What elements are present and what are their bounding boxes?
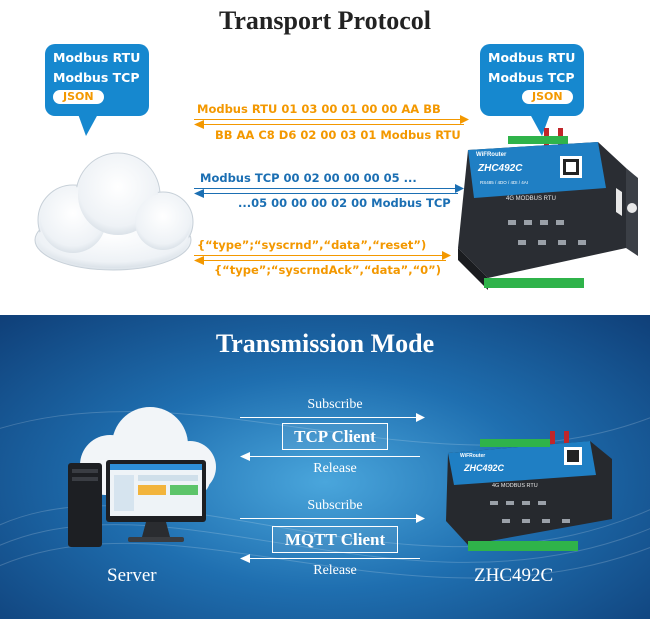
device-bottom-model: ZHC492C <box>464 463 505 473</box>
arrow-rtu-response <box>196 124 464 125</box>
left-bubble-tail <box>78 114 98 136</box>
arrow-subscribe-2 <box>240 518 418 519</box>
message-tcp-response: ...05 00 00 00 02 00 Modbus TCP <box>238 196 451 210</box>
subscribe-label-2: Subscribe <box>307 498 363 513</box>
arrow-release-2 <box>244 558 420 559</box>
server-computer-icon <box>68 460 206 547</box>
cloud-icon <box>34 152 194 271</box>
device-top-model: ZHC492C <box>478 163 523 174</box>
arrow-json-request <box>194 255 446 256</box>
device-top-ports: RS485 / 4DO / 4DI / 4AI <box>480 180 529 185</box>
device-bottom-label: 4G MODBUS RTU <box>492 483 538 489</box>
transport-protocol-title: Transport Protocol <box>218 6 432 35</box>
mqtt-client-box: MQTT Client <box>272 526 398 553</box>
device-top-label: 4G MODBUS RTU <box>506 196 556 202</box>
message-rtu-request: Modbus RTU 01 03 00 01 00 00 AA BB <box>197 102 441 116</box>
device-bottom-brand: WiFRouter <box>460 453 486 459</box>
device-top-brand: WiFRouter <box>476 152 507 158</box>
subscribe-label-1: Subscribe <box>307 397 363 412</box>
left-bubble-line1: Modbus RTU <box>53 50 141 65</box>
message-tcp-request: Modbus TCP 00 02 00 00 00 05 ... <box>200 171 417 185</box>
left-bubble-line2: Modbus TCP <box>53 70 140 85</box>
release-label-1: Release <box>313 461 357 476</box>
arrow-right-head-icon <box>460 115 469 124</box>
arrow-tcp-response <box>196 193 458 194</box>
arrow-right-head-icon <box>416 413 425 422</box>
device-image-top: WiFRouter ZHC492C RS485 / 4DO / 4DI / 4A… <box>448 128 640 296</box>
arrow-release-1 <box>244 456 420 457</box>
arrow-right-head-icon <box>442 251 451 260</box>
transport-protocol-section: Transport Protocol Modbus RTU Modbus TCP… <box>34 6 640 296</box>
device-image-bottom: WiFRouter ZHC492C 4G MODBUS RTU <box>440 427 620 562</box>
arrow-rtu-request <box>194 119 464 120</box>
release-label-2: Release <box>313 563 357 578</box>
background-swirl <box>0 411 650 579</box>
message-json-response: {“type”;“syscrndAck”,“data”,“0”) <box>214 263 441 277</box>
arrow-right-head-icon <box>416 514 425 523</box>
device-label: ZHC492C <box>474 565 554 586</box>
transmission-mode-section: Transmission Mode Server Subscribe TCP C… <box>0 315 650 619</box>
tcp-client-box: TCP Client <box>282 423 388 450</box>
right-bubble-json: JSON <box>522 90 573 104</box>
arrow-right-head-icon <box>455 184 464 193</box>
right-bubble-line1: Modbus RTU <box>488 50 576 65</box>
right-bubble-line2: Modbus TCP <box>488 70 575 85</box>
transmission-mode-title: Transmission Mode <box>215 329 435 358</box>
left-protocol-bubble: Modbus RTU Modbus TCP JSON <box>45 44 149 116</box>
server-label: Server <box>107 565 157 586</box>
right-protocol-bubble: Modbus RTU Modbus TCP JSON <box>480 44 584 116</box>
arrow-tcp-request <box>194 188 459 189</box>
arrow-subscribe-1 <box>240 417 418 418</box>
left-bubble-json: JSON <box>53 90 104 104</box>
arrow-json-response <box>196 260 446 261</box>
message-json-request: {“type”;“syscrnd”,“data”,“reset”) <box>197 238 427 252</box>
message-rtu-response: BB AA C8 D6 02 00 03 01 Modbus RTU <box>215 128 461 142</box>
